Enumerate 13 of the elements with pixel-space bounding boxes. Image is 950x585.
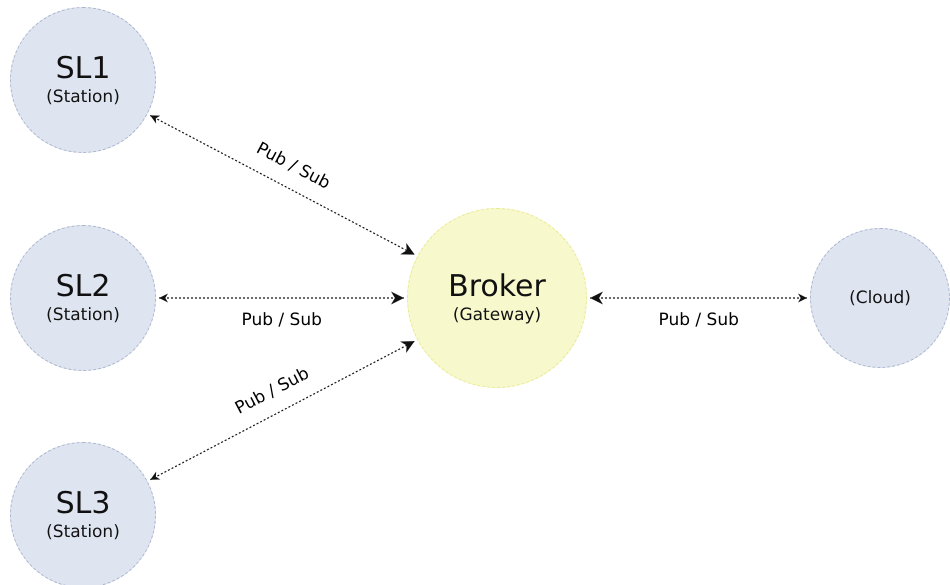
node-subtitle: (Station) (46, 86, 120, 108)
double-arrow (150, 114, 415, 256)
double-arrow (159, 292, 404, 304)
node-title: SL3 (56, 487, 110, 521)
double-arrow (150, 340, 415, 480)
node-subtitle: (Cloud) (849, 287, 911, 309)
node-subtitle: (Station) (46, 521, 120, 543)
node-subtitle: (Gateway) (452, 304, 542, 326)
node-title: Broker (448, 270, 546, 304)
node-title: SL1 (56, 52, 110, 86)
double-arrow (590, 292, 807, 304)
node-title: SL2 (56, 270, 110, 304)
node-subtitle: (Station) (46, 304, 120, 326)
